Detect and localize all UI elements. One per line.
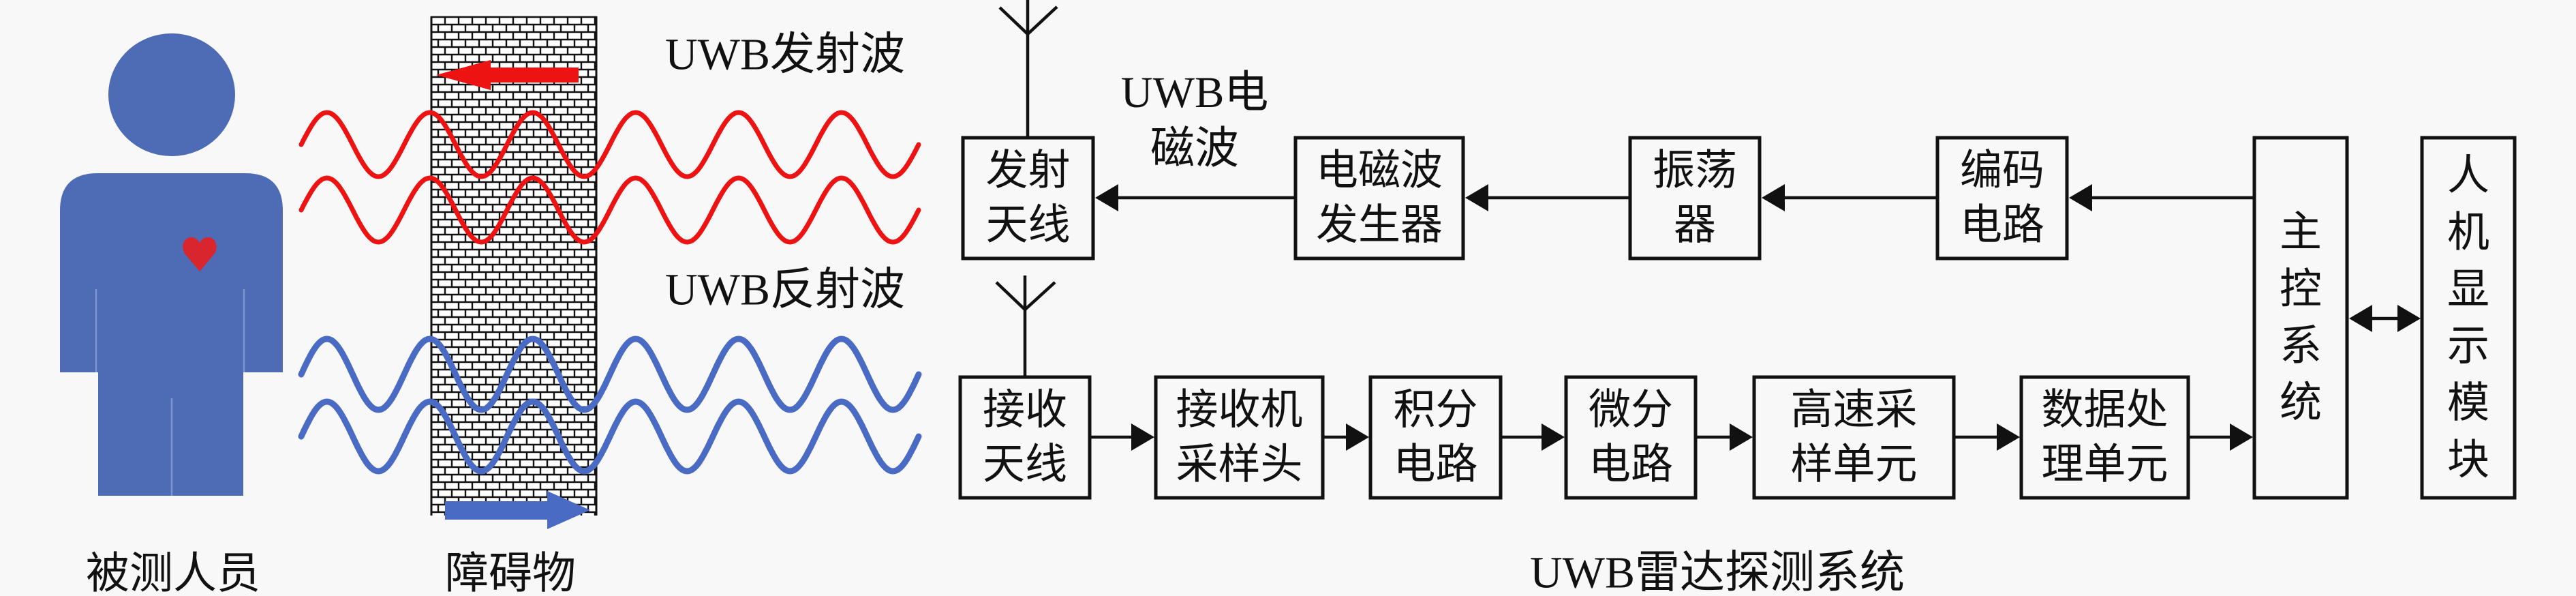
arrow-receiver-sampler-to-integrator — [1323, 423, 1369, 451]
vertical-label-char: 块 — [2447, 437, 2489, 483]
block-label-line: 高速采 — [1790, 387, 1917, 434]
arrowhead-icon — [1730, 423, 1753, 451]
block-label-line: 电路 — [1960, 203, 2044, 249]
block-hmi-display: 人机显示模块 — [2420, 136, 2517, 500]
block-label-line: 采样头 — [1176, 442, 1302, 488]
block-frame — [2420, 136, 2517, 500]
person-label: 被测人员 — [86, 550, 260, 596]
transmit-direction-arrow-icon — [436, 60, 579, 90]
arrowhead-icon — [2230, 423, 2253, 451]
block-label-line: 电路 — [1393, 442, 1477, 488]
block-tx-antenna: 发射 天线 — [961, 136, 1095, 260]
arrowhead-icon — [2069, 184, 2092, 211]
arrowhead-icon — [1131, 423, 1154, 451]
arrow-main-control-to-encoder — [2069, 184, 2254, 211]
block-label-line: 天线 — [983, 442, 1067, 488]
block-label-line: 微分 — [1589, 387, 1673, 434]
obstacle-label: 障碍物 — [445, 550, 576, 596]
transmitted-waves — [298, 110, 921, 245]
reflected-wave-2 — [298, 398, 922, 475]
arrow-encoder-to-oscillator — [1762, 184, 1937, 211]
obstacle-wall — [430, 16, 598, 516]
arrowhead-icon — [1465, 184, 1488, 211]
arrow-em-generator-to-tx-antenna — [1095, 184, 1295, 211]
reflect-direction-arrow-icon — [445, 491, 590, 529]
block-label-line: 数据处 — [2041, 387, 2168, 434]
arrowhead-icon — [1346, 423, 1369, 451]
block-label-vertical: 主控系统 — [2280, 209, 2322, 426]
em-wave-label-line: UWB电 — [1121, 68, 1269, 117]
arrowhead-icon — [1095, 184, 1118, 211]
block-data-processor: 数据处 理单元 — [2019, 375, 2190, 500]
block-label-line: 电磁波 — [1316, 148, 1443, 194]
arrow-rx-antenna-to-receiver-sampler — [1090, 423, 1154, 451]
vertical-label-char: 人 — [2447, 153, 2489, 199]
tx-antenna-icon — [998, 0, 1058, 138]
block-label-line: 天线 — [985, 203, 1070, 249]
block-high-speed-sampler: 高速采 样单元 — [1752, 375, 1956, 500]
arrowhead-icon — [1542, 423, 1565, 451]
vertical-label-char: 模 — [2447, 381, 2489, 427]
block-em-generator: 电磁波 发生器 — [1293, 136, 1465, 260]
system-caption: UWB雷达探测系统 — [1530, 548, 1905, 596]
arrowhead-left-icon — [2349, 305, 2372, 332]
tx-antenna-v — [998, 5, 1058, 37]
vertical-label-char: 机 — [2447, 209, 2489, 256]
block-integrator: 积分 电路 — [1368, 375, 1503, 500]
block-label-line: 样单元 — [1790, 442, 1917, 488]
vertical-label-char: 控 — [2280, 266, 2322, 312]
arrowhead-icon — [1762, 184, 1785, 211]
block-label-line: 器 — [1674, 203, 1716, 249]
block-label-line: 理单元 — [2041, 442, 2168, 488]
vertical-label-char: 显 — [2447, 267, 2489, 313]
block-label-line: 积分 — [1393, 387, 1477, 434]
reflected-wave-1 — [298, 336, 922, 413]
heart-icon — [183, 237, 217, 271]
transmitted-wave-2 — [298, 175, 921, 245]
detected-person — [60, 33, 283, 496]
block-label-line: 发射 — [985, 148, 1070, 194]
arrowhead-icon — [1997, 423, 2020, 451]
block-frame — [2252, 136, 2349, 500]
block-receiver-sampler: 接收机 采样头 — [1154, 375, 1325, 500]
transmitted-wave-label: UWB发射波 — [665, 30, 905, 80]
person-body — [60, 173, 283, 496]
vertical-label-char: 统 — [2280, 380, 2322, 426]
arrow-differentiator-to-hs-sampler — [1696, 423, 1753, 451]
block-label-line: 接收机 — [1176, 387, 1302, 434]
block-label-line: 编码 — [1960, 148, 2044, 194]
person-head — [108, 33, 235, 156]
block-label-vertical: 人机显示模块 — [2447, 153, 2489, 483]
em-wave-label-line: 磁波 — [1150, 124, 1239, 173]
block-frame — [961, 136, 1095, 260]
block-main-control: 主控系统 — [2252, 136, 2349, 500]
block-label-line: 振荡 — [1653, 148, 1737, 194]
reflected-wave-label: UWB反射波 — [665, 265, 905, 315]
rx-antenna-icon — [995, 275, 1056, 377]
arrow-data-processor-to-main-control — [2188, 423, 2253, 451]
block-label-line: 电路 — [1589, 442, 1673, 488]
arrow-main-control-hmi-bidirectional — [2349, 305, 2421, 332]
arrow-oscillator-to-em-generator — [1465, 184, 1630, 211]
vertical-label-char: 系 — [2280, 323, 2322, 370]
block-label-line: 发生器 — [1316, 203, 1443, 249]
vertical-label-char: 示 — [2447, 323, 2489, 370]
transmitted-wave-1 — [298, 110, 921, 179]
block-label-line: 接收 — [983, 387, 1067, 434]
arrow-integrator-to-differentiator — [1501, 423, 1565, 451]
arrow-hs-sampler-to-data-processor — [1954, 423, 2020, 451]
arrowhead-right-icon — [2397, 305, 2421, 332]
vertical-label-char: 主 — [2280, 209, 2322, 256]
block-encoder: 编码 电路 — [1935, 136, 2069, 260]
reflected-waves — [298, 336, 922, 475]
rx-antenna-v — [995, 281, 1056, 312]
